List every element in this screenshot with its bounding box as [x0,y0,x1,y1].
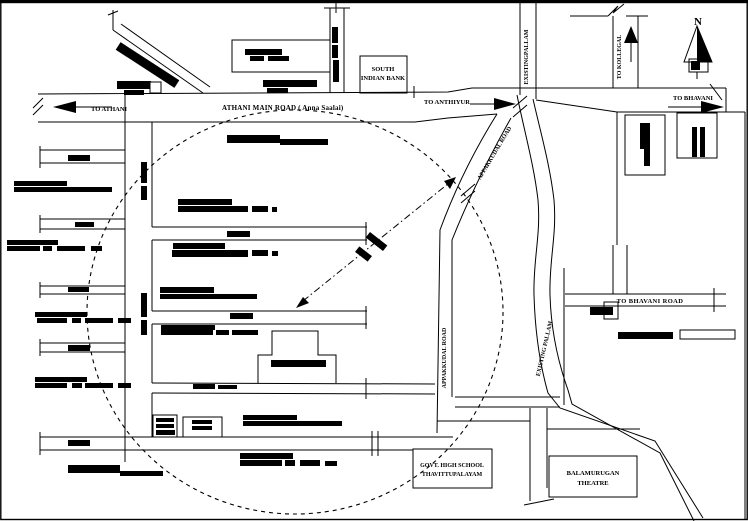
white-marker-box [149,81,162,94]
govt-high-school-label-line1: GOVT. HIGH SCHOOL [420,463,484,469]
to-anthiyur-label: TO ANTHIYUR [424,99,470,106]
to-bhavani-road-label: TO BHAVANI ROAD [617,298,684,305]
compass-north-icon: N [683,16,713,79]
to-bhavani-label: TO BHAVANI [673,95,713,102]
athani-main-road-label: ATHANI MAIN ROAD ( Anna Saalai) [222,104,344,112]
leader-arrowhead-southwest [296,297,309,308]
to-anthiyur-arrow-icon [470,98,516,110]
site-mark-bar [355,246,372,262]
to-kollegal-label: TO KOLLEGAL [617,35,623,79]
govt-high-school-label-line2: THAVITTUPALAYAM [422,472,483,478]
south-indian-bank-label-line2: INDIAN BANK [361,75,405,82]
south-indian-bank-label-line1: SOUTH [372,66,395,73]
leader-arrowhead-northeast [444,177,456,189]
road-network [32,0,746,521]
balamurugan-theatre-label-line2: THEATRE [577,480,608,487]
to-athani-arrow-icon [53,101,112,113]
map-labels: TO ATHANI ATHANI MAIN ROAD ( Anna Saalai… [91,29,713,487]
balamurugan-theatre-label-line1: BALAMURUGAN [567,470,620,477]
appakkudal-road-lower-label: APPAKKUDAL ROAD [442,327,448,388]
site-mark-bar [365,231,388,252]
appakkudal-road-upper-label: APPAKKUDAL ROAD [477,125,514,181]
site-leader-arrow [296,177,456,308]
existing-pallam-upper-label: EXISTINGPALLAM [524,29,530,84]
to-kollegal-arrow-icon [624,26,638,62]
compass-north-label: N [694,16,702,28]
coverage-circle [86,109,504,515]
to-bhavani-arrow-icon [668,101,724,113]
building-blocks [7,27,705,476]
to-athani-label: TO ATHANI [91,106,128,113]
